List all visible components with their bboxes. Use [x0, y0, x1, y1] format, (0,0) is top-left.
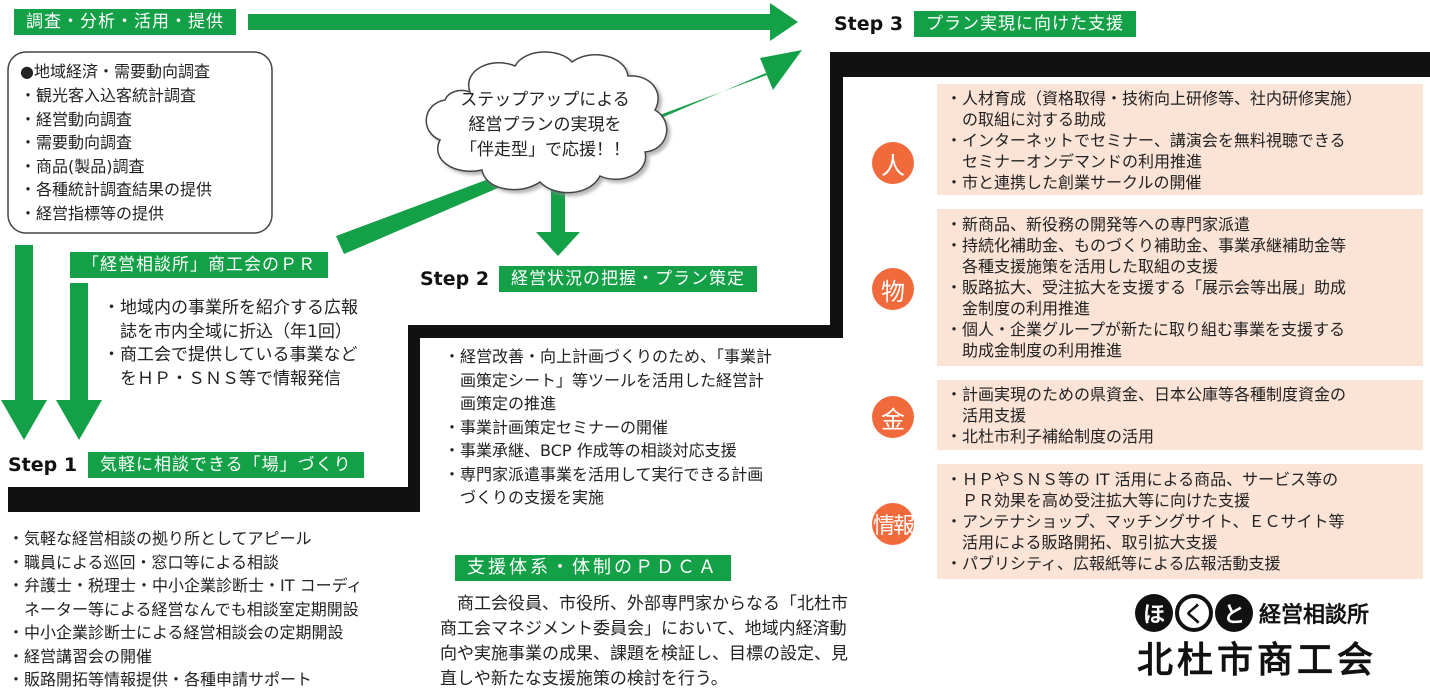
pr-list: ・地域内の事業所を紹介する広報 誌を市内全域に折込（年1回）・商工会で提供してい… [103, 297, 358, 391]
pdca-tag: 支援体系・体制のＰＤＣＡ [455, 555, 731, 581]
category-circle-kane: 金 [872, 396, 914, 438]
left-down-arrow-1 [1, 245, 47, 440]
cloud-line-1: ステップアップによる [460, 90, 630, 110]
pr-tag: 「経営相談所」商工会のＰＲ [70, 252, 328, 278]
cloud-text: ステップアップによる 経営プランの実現を 「伴走型」で応援！！ [450, 88, 640, 163]
pr-item: ・商工会で提供している事業など をＨＰ・ＳＮＳ等で情報発信 [103, 345, 358, 389]
hokuto-logo: ほ く と 経営相談所 北杜市商工会 [1135, 594, 1395, 688]
category-1-item: ・新商品、新役務の開発等への専門家派遣 [946, 215, 1251, 234]
category-3-item: ・パブリシティ、広報紙等による広報活動支援 [946, 554, 1281, 573]
logo-circle-to: と [1215, 594, 1253, 632]
step1-item: ・販路開拓等情報提供・各種申請サポート [8, 670, 313, 689]
category-box-hito [937, 84, 1423, 195]
pdca-text: 商工会役員、市役所、外部専門家からなる「北杜市 商工会マネジメント委員会」におい… [440, 594, 848, 689]
category-circle-joho: 情報 [872, 503, 915, 545]
category-1-item: ・個人・企業グループが新たに取り組む事業を支援する 助成金制度の利用推進 [946, 320, 1346, 360]
survey-item: ・観光客入込客統計調査 [20, 86, 197, 105]
category-box-kane [937, 380, 1423, 450]
category-0-item: ・市と連携した創業サークルの開催 [946, 173, 1202, 192]
step1-item: ・弁護士・税理士・中小企業診断士・IT コーディ ネーター等による経営なんでも相… [8, 576, 363, 619]
survey-item: ・経営指標等の提供 [20, 203, 165, 223]
category-circle-hito: 人 [872, 142, 914, 184]
category-box-joho [937, 464, 1423, 579]
step2-tag: 経営状況の把握・プラン策定 [499, 266, 757, 292]
step3-tag: プラン実現に向けた支援 [914, 11, 1136, 37]
step1-item: ・経営講習会の開催 [8, 646, 153, 666]
pr-item: ・地域内の事業所を紹介する広報 誌を市内全域に折込（年1回） [103, 298, 358, 342]
survey-item: ・商品(製品)調査 [20, 156, 145, 176]
category-3-item: ・アンテナショップ、マッチングサイト、ＥＣサイト等 活用による販路開拓、取引拡大… [946, 512, 1345, 552]
cloud-down-arrow [536, 190, 580, 256]
category-list-hito: ・人材育成（資格取得・技術向上研修等、社内研修実施） の取組に対する助成・インタ… [946, 88, 1362, 193]
left-down-arrow-2 [56, 283, 102, 440]
cloud-line-2: 経営プランの実現を [468, 115, 622, 135]
survey-item: ・各種統計調査結果の提供 [20, 180, 213, 199]
step1-item: ・職員による巡回・窓口等による相談 [8, 552, 280, 572]
category-1-item: ・販路拡大、受注拡大を支援する「展示会等出展」助成 金制度の利用推進 [946, 278, 1347, 318]
category-circle-mono: 物 [872, 268, 914, 310]
category-2-item: ・北杜市利子補給制度の活用 [946, 427, 1155, 446]
category-3-item: ・ＨＰやＳＮＳ等の IT 活用による商品、サービス等の ＰＲ効果を高め受注拡大等… [946, 470, 1339, 510]
step2-item: ・事業計画策定セミナーの開催 [444, 417, 669, 437]
top-arrow [248, 3, 798, 41]
step2-item: ・事業承継、BCP 作成等の相談対応支援 [444, 441, 737, 460]
cloud-line-3: 「伴走型」で応援！！ [460, 140, 630, 160]
step2-label: Step 2 [420, 268, 490, 290]
logo-line-1: 経営相談所 [1259, 603, 1370, 628]
survey-item: ・需要動向調査 [20, 133, 133, 152]
step1-label: Step 1 [8, 454, 78, 476]
cloud-shape [425, 51, 668, 194]
logo-circle-ku: く [1175, 594, 1213, 632]
logo-circle-ho: ほ [1135, 594, 1173, 632]
survey-box-frame [7, 51, 273, 234]
step2-list: ・経営改善・向上計画づくりのため、「事業計 画策定シート」等ツールを活用した経営… [444, 345, 772, 510]
category-box-mono [937, 209, 1423, 366]
survey-item: ・経営動向調査 [20, 109, 133, 129]
step2-item: ・経営改善・向上計画づくりのため、「事業計 画策定シート」等ツールを活用した経営… [444, 347, 773, 413]
category-2-item: ・計画実現のための県資金、日本公庫等各種制度資金の 活用支援 [946, 385, 1347, 425]
step2-item: ・専門家派遣事業を活用して実行できる計画 づくりの支援を実施 [444, 464, 764, 508]
step3-label: Step 3 [834, 13, 904, 35]
step1-item: ・中小企業診断士による経営相談会の定期開設 [8, 623, 344, 642]
step1-item: ・気軽な経営相談の拠り所としてアピール [8, 529, 312, 548]
top-tag: 調査・分析・活用・提供 [14, 9, 236, 35]
category-1-item: ・持続化補助金、ものづくり補助金、事業承継補助金等 各種支援施策を活用した取組の… [946, 236, 1347, 276]
category-list-kane: ・計画実現のための県資金、日本公庫等各種制度資金の 活用支援・北杜市利子補給制度… [946, 384, 1346, 447]
step1-list: ・気軽な経営相談の拠り所としてアピール・職員による巡回・窓口等による相談・弁護士… [8, 527, 362, 692]
category-list-mono: ・新商品、新役務の開発等への専門家派遣・持続化補助金、ものづくり補助金、事業承継… [946, 214, 1346, 361]
category-list-joho: ・ＨＰやＳＮＳ等の IT 活用による商品、サービス等の ＰＲ効果を高め受注拡大等… [946, 469, 1345, 574]
category-0-item: ・人材育成（資格取得・技術向上研修等、社内研修実施） の取組に対する助成 [946, 89, 1363, 129]
survey-heading: ●地域経済・需要動向調査 [20, 62, 210, 81]
survey-list: ・観光客入込客統計調査・経営動向調査・需要動向調査・商品(製品)調査・各種統計調… [20, 84, 212, 225]
step1-tag: 気軽に相談できる「場」づくり [88, 452, 364, 478]
logo-line-2: 北杜市商工会 [1137, 640, 1378, 681]
category-0-item: ・インターネットでセミナー、講演会を無料視聴できる セミナーオンデマンドの利用推… [946, 131, 1346, 171]
